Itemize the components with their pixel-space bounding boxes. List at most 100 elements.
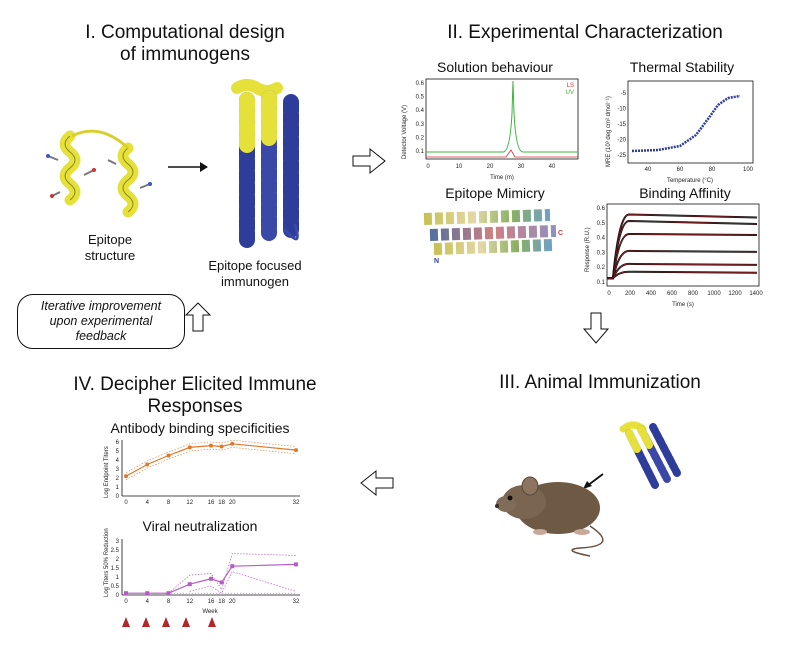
n-terminus-label: N <box>434 258 439 265</box>
feedback-line2: upon experimental <box>49 314 153 328</box>
left-hollow-arrow-icon <box>360 469 394 497</box>
thermal-y-tick: -5 <box>621 91 627 97</box>
antibody-x-tick: 0 <box>124 500 128 506</box>
antibody-y-tick: 4 <box>116 458 120 464</box>
antibody-y-tick: 5 <box>116 449 120 455</box>
viral-y-label: Log Titers 50% Reduction <box>104 528 110 597</box>
immunization-marker <box>142 617 150 627</box>
immunization-marker <box>182 617 190 627</box>
antibody-x-tick: 4 <box>146 500 150 506</box>
antibody-series-line <box>125 443 297 477</box>
thermal-x-label: Temperature (°C) <box>667 178 713 184</box>
binding-x-tick: 200 <box>625 291 636 297</box>
solution-y-tick: 0.5 <box>416 95 425 101</box>
solution-x-tick: 0 <box>426 164 430 170</box>
feedback-box: Iterative improvement upon experimental … <box>17 294 185 349</box>
solution-y-label: Detector Voltage (V) <box>402 105 408 159</box>
viral-point <box>230 564 235 569</box>
viral-y-tick: 1.5 <box>111 566 120 572</box>
solution-x-tick: 40 <box>549 164 556 170</box>
down-arrow-icon <box>582 312 610 344</box>
binding-x-label: Time (s) <box>672 302 694 308</box>
epitope-mimicry-title: Epitope Mimicry <box>445 185 545 201</box>
immunogen-label-line2: immunogen <box>221 274 289 289</box>
antibody-specificities-title: Antibody binding specificities <box>110 420 290 436</box>
thermal-y-tick: -25 <box>617 153 626 159</box>
viral-point <box>166 591 171 596</box>
antibody-point <box>230 441 235 446</box>
antibody-point <box>187 445 192 450</box>
small-immunogen-image <box>619 421 681 489</box>
solution-y-tick: 0.3 <box>416 122 425 128</box>
viral-point <box>219 580 224 585</box>
antibody-point <box>124 474 128 479</box>
binding-y-tick: 0.4 <box>597 236 606 242</box>
sensorgram-fit <box>607 271 758 279</box>
viral-x-label: Week <box>202 609 218 615</box>
injection-arrow-icon <box>583 473 604 489</box>
binding-y-tick: 0.5 <box>597 221 606 227</box>
right-arrow-icon <box>168 162 208 172</box>
antibody-point <box>166 453 171 458</box>
ls-trace <box>426 149 578 158</box>
solution-behaviour-title: Solution behaviour <box>437 59 553 75</box>
viral-x-tick: 8 <box>167 599 171 605</box>
feedback-line3: feedback <box>75 329 127 343</box>
immunogen-label-line1: Epitope focused <box>208 258 302 273</box>
immunogen-label: Epitope focused immunogen <box>195 258 315 290</box>
binding-y-tick: 0.3 <box>597 250 606 256</box>
antibody-point <box>209 443 213 448</box>
right-hollow-arrow-icon <box>352 147 386 175</box>
viral-x-tick: 20 <box>229 599 236 605</box>
thermal-y-tick: -15 <box>617 122 626 128</box>
viral-point <box>145 591 150 596</box>
binding-x-tick: 800 <box>688 291 699 297</box>
viral-y-tick: 0.5 <box>111 584 120 590</box>
viral-x-tick: 16 <box>208 599 215 605</box>
binding-x-tick: 400 <box>646 291 657 297</box>
solution-y-tick: 0.6 <box>416 81 425 87</box>
section-3-title: III. Animal Immunization <box>499 372 701 393</box>
legend-ls: LS <box>567 83 574 89</box>
feedback-line1: Iterative improvement <box>40 299 162 313</box>
antibody-y-tick: 1 <box>116 485 120 491</box>
thermal-curve <box>631 94 741 153</box>
binding-x-tick: 600 <box>667 291 678 297</box>
antibody-point <box>145 462 150 467</box>
epitope-mimicry-image: N C <box>423 209 563 265</box>
thermal-y-tick: -10 <box>617 107 626 113</box>
epitope-structure-label: Epitope structure <box>65 232 155 264</box>
solution-y-tick: 0.4 <box>416 108 425 114</box>
viral-x-tick: 0 <box>124 599 128 605</box>
section-1-title-line2: of immunogens <box>120 44 250 65</box>
up-arrow-icon <box>184 302 212 332</box>
antibody-y-tick: 6 <box>116 440 120 446</box>
epitope-label-line1: Epitope <box>87 232 133 247</box>
binding-affinity-title: Binding Affinity <box>639 185 731 201</box>
section-4-title-line1: IV. Decipher Elicited Immune <box>73 374 317 395</box>
uv-trace <box>426 80 578 153</box>
solution-y-tick: 0.2 <box>416 135 425 141</box>
viral-y-tick: 2 <box>116 557 120 563</box>
viral-series-line <box>168 553 297 594</box>
thermal-x-tick: 60 <box>677 167 684 173</box>
viral-point <box>294 562 298 567</box>
antibody-x-tick: 12 <box>186 500 193 506</box>
thermal-x-tick: 40 <box>645 167 652 173</box>
antibody-x-tick: 18 <box>218 500 225 506</box>
solution-x-tick: 20 <box>487 164 494 170</box>
sensorgram-fit <box>607 220 758 279</box>
solution-x-tick: 30 <box>518 164 525 170</box>
binding-y-label: Response (R.U.) <box>585 227 591 272</box>
section-2-title: II. Experimental Characterization <box>447 22 723 43</box>
mouse-image <box>495 476 604 557</box>
antibody-x-tick: 8 <box>167 500 171 506</box>
binding-y-tick: 0.2 <box>597 265 606 271</box>
antibody-y-tick: 3 <box>116 467 120 473</box>
solution-y-tick: 0.1 <box>416 149 425 155</box>
binding-x-tick: 0 <box>607 291 611 297</box>
antibody-point <box>294 448 298 453</box>
section-4-title: IV. Decipher Elicited Immune Responses <box>45 374 345 418</box>
sensorgram-curve <box>607 219 758 280</box>
